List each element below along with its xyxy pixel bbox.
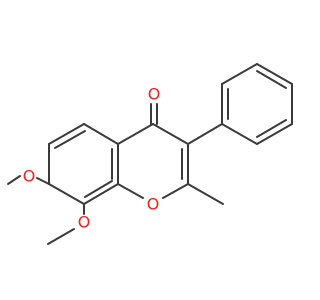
bond-o-ch3-7 <box>7 175 21 185</box>
bond-ph2-ph3 <box>221 63 258 85</box>
methoxy-7-oxygen-label: O <box>23 167 36 186</box>
bond-c8-c8a <box>83 183 119 205</box>
bond-c2-o1 <box>162 183 189 199</box>
bond-ph5-ph6 <box>256 123 293 145</box>
bond-o-ch3-8 <box>47 228 75 245</box>
bond-ph6-ph1 <box>221 123 258 145</box>
bond-ph3-ph4-double <box>256 70 287 89</box>
ring-oxygen-label: O <box>147 195 160 214</box>
bond-c7-c8 <box>48 183 85 205</box>
bond-ph3-ph4 <box>256 63 293 85</box>
bond-c4-c4a <box>117 123 154 145</box>
bond-c5-c6 <box>48 123 85 145</box>
bond-c3-phenyl <box>187 123 223 145</box>
bond-c5-c6-double <box>54 130 86 149</box>
bond-c7-o <box>36 177 50 185</box>
bond-o1-c8a <box>117 183 144 199</box>
bond-c8-c8a-double <box>84 180 113 198</box>
bond-c4a-c5 <box>83 123 119 145</box>
bond-c2-methyl <box>187 183 224 205</box>
bond-c4-c3 <box>152 123 189 145</box>
methoxy-8-oxygen-label: O <box>78 213 91 232</box>
bond-ph5-ph6-double <box>256 119 287 138</box>
carbonyl-oxygen-label: O <box>148 85 161 104</box>
chemical-structure: O O O O <box>7 63 293 245</box>
